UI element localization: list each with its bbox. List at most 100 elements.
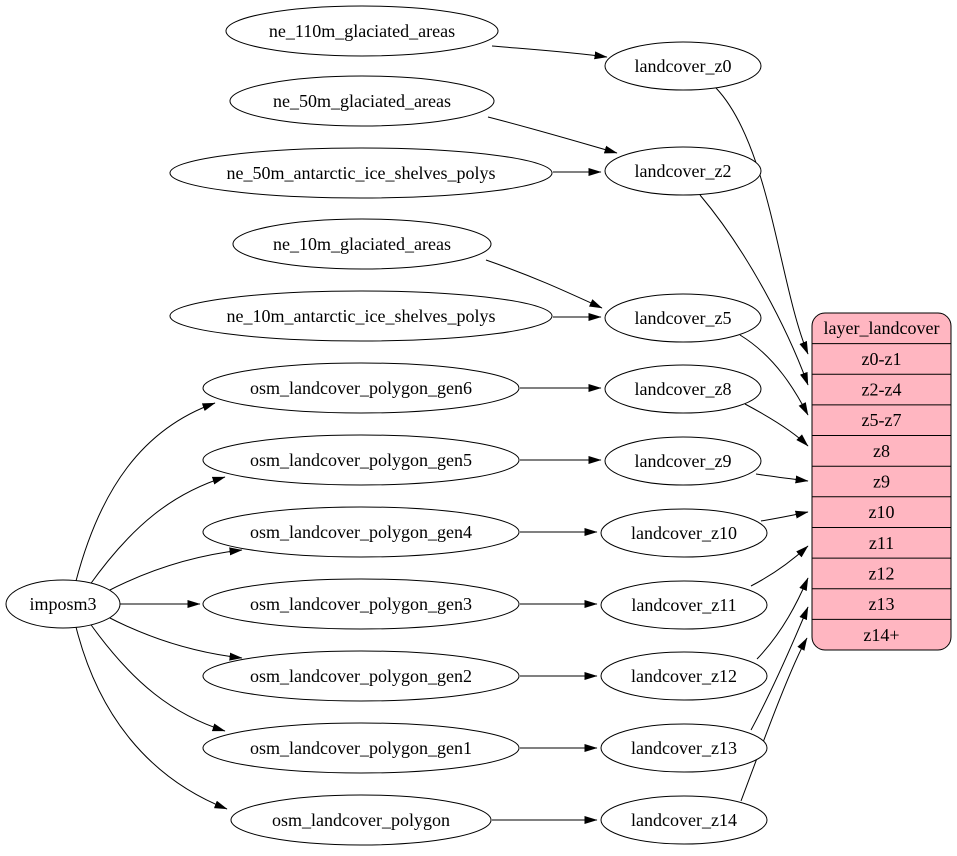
node-label: landcover_z13 xyxy=(631,738,737,758)
edge-imposm3-to-gen6 xyxy=(75,402,216,582)
node-osm-landcover-polygon-gen5: osm_landcover_polygon_gen5 xyxy=(202,434,520,486)
node-label: ne_10m_antarctic_ice_shelves_polys xyxy=(227,306,496,326)
edge-ne10m-glaciated-to-z5 xyxy=(485,259,603,309)
edge-z8-to-row-z8 xyxy=(744,403,809,447)
edge-imposm3-to-gen1 xyxy=(88,621,226,732)
node-shape xyxy=(604,436,762,486)
node-label: osm_landcover_polygon_gen1 xyxy=(250,738,472,758)
node-shape xyxy=(230,794,492,846)
edge-z2-to-row-z2-z4 xyxy=(699,194,809,386)
node-osm-landcover-polygon-gen1: osm_landcover_polygon_gen1 xyxy=(202,722,520,774)
node-label: ne_10m_glaciated_areas xyxy=(273,234,451,254)
edge-ne110m-to-z0 xyxy=(491,45,608,60)
record-row-z13: z13 xyxy=(869,594,895,614)
node-label: ne_110m_glaciated_areas xyxy=(269,21,455,41)
edge-z10-to-row-z10 xyxy=(760,510,809,522)
node-label: osm_landcover_polygon xyxy=(272,810,450,830)
node-label: landcover_z9 xyxy=(635,451,732,471)
node-shape xyxy=(202,650,520,702)
record-row-z11: z11 xyxy=(869,533,894,553)
edge-imposm3-to-gen5 xyxy=(88,476,226,587)
edge-z9-to-row-z9 xyxy=(755,473,809,484)
node-shape xyxy=(202,722,520,774)
node-label: osm_landcover_polygon_gen2 xyxy=(250,666,472,686)
node-shape xyxy=(202,578,520,630)
node-label: osm_landcover_polygon_gen3 xyxy=(250,594,472,614)
node-label: ne_50m_antarctic_ice_shelves_polys xyxy=(227,163,496,183)
node-ne-50m-antarctic-ice-shelves-polys: ne_50m_antarctic_ice_shelves_polys xyxy=(169,147,553,199)
record-row-z0-z1: z0-z1 xyxy=(862,349,902,369)
node-osm-landcover-polygon-gen6: osm_landcover_polygon_gen6 xyxy=(202,362,520,414)
record-layer-landcover: layer_landcover z0-z1 z2-z4 z5-z7 z8 z9 … xyxy=(811,312,952,651)
node-shape xyxy=(600,723,768,773)
node-ne-50m-glaciated-areas: ne_50m_glaciated_areas xyxy=(229,75,495,127)
node-shape xyxy=(600,580,768,630)
node-label: landcover_z12 xyxy=(631,666,737,686)
node-label: landcover_z0 xyxy=(635,56,732,76)
record-row-z5-z7: z5-z7 xyxy=(862,410,902,430)
node-shape xyxy=(604,293,762,343)
record-box xyxy=(811,312,952,651)
node-landcover-z0: landcover_z0 xyxy=(604,41,762,91)
edge-imposm3-to-gen2 xyxy=(105,615,243,661)
node-landcover-z14: landcover_z14 xyxy=(600,795,768,845)
edges-to-layer xyxy=(699,87,809,802)
edge-ne50m-glaciated-to-z2 xyxy=(487,116,618,154)
node-shape xyxy=(229,75,495,127)
node-shape xyxy=(600,508,768,558)
edge-z13-to-row-z13 xyxy=(750,606,809,731)
node-shape xyxy=(600,795,768,845)
node-landcover-z9: landcover_z9 xyxy=(604,436,762,486)
node-osm-landcover-polygon-gen4: osm_landcover_polygon_gen4 xyxy=(202,506,520,558)
node-label: landcover_z14 xyxy=(631,810,737,830)
record-row-z14plus: z14+ xyxy=(863,625,899,645)
node-ne-10m-antarctic-ice-shelves-polys: ne_10m_antarctic_ice_shelves_polys xyxy=(169,290,553,342)
edges-sources xyxy=(485,45,618,824)
node-landcover-z8: landcover_z8 xyxy=(604,364,762,414)
node-osm-landcover-polygon-gen3: osm_landcover_polygon_gen3 xyxy=(202,578,520,630)
node-label: osm_landcover_polygon_gen5 xyxy=(250,450,472,470)
node-shape xyxy=(604,146,762,196)
node-shape xyxy=(604,364,762,414)
node-label: landcover_z8 xyxy=(635,379,732,399)
node-shape xyxy=(202,506,520,558)
node-osm-landcover-polygon-gen2: osm_landcover_polygon_gen2 xyxy=(202,650,520,702)
node-landcover-z11: landcover_z11 xyxy=(600,580,768,630)
node-label: landcover_z11 xyxy=(631,595,736,615)
node-landcover-z2: landcover_z2 xyxy=(604,146,762,196)
edge-z5-to-row-z5-z7 xyxy=(739,334,809,416)
edges-imposm3 xyxy=(75,402,243,810)
edge-imposm3-to-gen4 xyxy=(105,547,243,593)
record-row-z8: z8 xyxy=(873,441,890,461)
node-label: imposm3 xyxy=(29,594,96,614)
node-shape xyxy=(225,5,499,57)
edge-imposm3-to-polygon xyxy=(75,626,228,810)
node-label: landcover_z2 xyxy=(635,161,732,181)
node-landcover-z5: landcover_z5 xyxy=(604,293,762,343)
record-row-z2-z4: z2-z4 xyxy=(862,380,902,400)
record-title: layer_landcover xyxy=(824,318,940,338)
node-osm-landcover-polygon: osm_landcover_polygon xyxy=(230,794,492,846)
edge-z12-to-row-z12 xyxy=(756,577,809,660)
node-landcover-z10: landcover_z10 xyxy=(600,508,768,558)
node-landcover-z12: landcover_z12 xyxy=(600,651,768,701)
edge-z14-to-row-z14plus xyxy=(740,637,808,802)
record-row-z12: z12 xyxy=(869,564,895,584)
node-label: ne_50m_glaciated_areas xyxy=(273,91,451,111)
node-ne-10m-glaciated-areas: ne_10m_glaciated_areas xyxy=(232,218,492,270)
node-landcover-z13: landcover_z13 xyxy=(600,723,768,773)
edge-z0-to-row-z0-z1 xyxy=(715,87,809,355)
node-shape xyxy=(600,651,768,701)
node-shape xyxy=(232,218,492,270)
edge-z11-to-row-z11 xyxy=(750,545,809,587)
node-shape xyxy=(5,579,121,629)
node-label: osm_landcover_polygon_gen4 xyxy=(250,522,472,542)
node-shape xyxy=(202,362,520,414)
node-ne-110m-glaciated-areas: ne_110m_glaciated_areas xyxy=(225,5,499,57)
record-row-z9: z9 xyxy=(873,472,890,492)
node-shape xyxy=(169,290,553,342)
node-shape xyxy=(169,147,553,199)
record-row-z10: z10 xyxy=(869,502,895,522)
